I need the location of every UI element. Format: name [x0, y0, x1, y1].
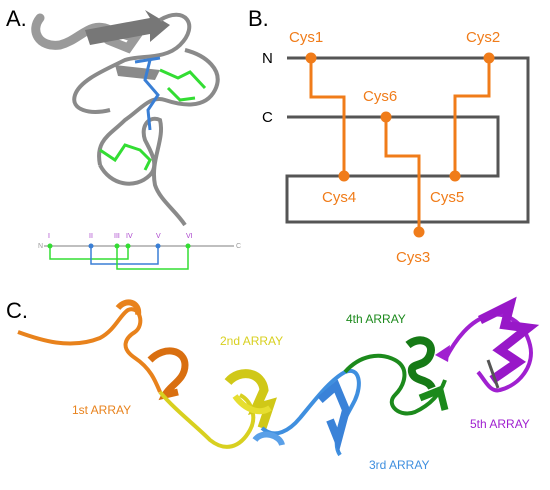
ribbon-strand-2 — [115, 65, 160, 80]
panel-b-schematic: N C Cys1 Cys2 Cys6 Cys4 Cys5 Cys3 — [262, 29, 530, 266]
n-terminus-label: N — [262, 50, 273, 67]
disulfide-green-2 — [166, 86, 196, 102]
bridge-II-V — [90, 246, 159, 265]
cys2-label: Cys2 — [466, 29, 500, 46]
cys5-label: Cys5 — [430, 189, 464, 206]
bond-cys2-cys5 — [453, 58, 491, 176]
cys6-label: Cys6 — [363, 88, 397, 105]
array-1-coil — [17, 307, 162, 393]
array-1-label: 1st ARRAY — [72, 403, 131, 417]
array-2-label: 2nd ARRAY — [220, 334, 283, 348]
cys4-label: Cys4 — [322, 189, 356, 206]
disulfide-green-3 — [99, 143, 152, 171]
cys3-dot — [413, 226, 425, 238]
ruler-c-label: C — [236, 243, 241, 250]
array-2-strand — [232, 394, 272, 415]
cys1-label: Cys1 — [289, 29, 323, 46]
cys1-dot — [305, 52, 317, 64]
panel-c-label: C. — [6, 298, 28, 323]
array-3-sheet — [317, 379, 351, 453]
bridge-I-IV — [49, 246, 129, 260]
array-5-label: 5th ARRAY — [470, 417, 530, 431]
cys2-dot — [483, 52, 495, 64]
site-label-1: I — [48, 233, 50, 240]
array-5-arrow — [435, 345, 450, 362]
array-1-segment — [17, 299, 189, 401]
cys4-dot — [338, 170, 350, 182]
backbone-loop-2 — [97, 48, 220, 166]
disulfide-blue-2 — [134, 56, 161, 64]
site-label-6: VI — [186, 233, 193, 240]
array-1-turn — [147, 347, 189, 401]
array-4-label: 4th ARRAY — [346, 312, 406, 326]
array-5-coil — [443, 312, 533, 393]
disulfide-blue — [143, 59, 160, 131]
panel-a-label: A. — [6, 6, 27, 31]
panel-c-structure: 1st ARRAY 2nd ARRAY 3rd ARRAY 4th ARRAY … — [17, 296, 540, 472]
array-4-segment — [343, 336, 449, 416]
array-3-label: 3rd ARRAY — [369, 458, 429, 472]
array-5-sheet — [477, 296, 540, 384]
array-4-strand — [418, 385, 449, 411]
array-4-coil — [343, 353, 447, 416]
bond-cys6-cys3 — [384, 117, 421, 232]
array-2-sheet — [224, 369, 277, 430]
array-2-segment — [158, 369, 277, 449]
cys5-dot — [449, 170, 461, 182]
panel-a-ruler: N C I II III IV V VI — [38, 233, 241, 270]
array-4-helix — [405, 336, 436, 391]
ribbon-strand-arrow — [85, 10, 170, 45]
array-5-tail — [486, 359, 500, 389]
array-1-loop — [115, 299, 142, 316]
c-terminus-label: C — [262, 109, 273, 126]
array-3-strand — [252, 431, 285, 447]
panel-a-structure — [31, 10, 220, 227]
site-label-4: IV — [126, 233, 133, 240]
backbone-loop-1 — [72, 12, 192, 114]
cys6-dot — [380, 111, 392, 123]
site-label-3: III — [114, 233, 120, 240]
ruler-n-label: N — [38, 243, 43, 250]
bond-cys1-cys4 — [309, 58, 346, 176]
site-label-5: V — [156, 233, 161, 240]
site-label-2: II — [89, 233, 93, 240]
array-5-segment — [435, 296, 540, 393]
backbone-chain — [285, 56, 530, 224]
cys3-label: Cys3 — [396, 249, 430, 266]
bridge-III-VI — [116, 246, 189, 270]
panel-b-label: B. — [248, 6, 269, 31]
disulfide-green-1 — [159, 68, 207, 90]
backbone-loop-3 — [98, 116, 187, 227]
